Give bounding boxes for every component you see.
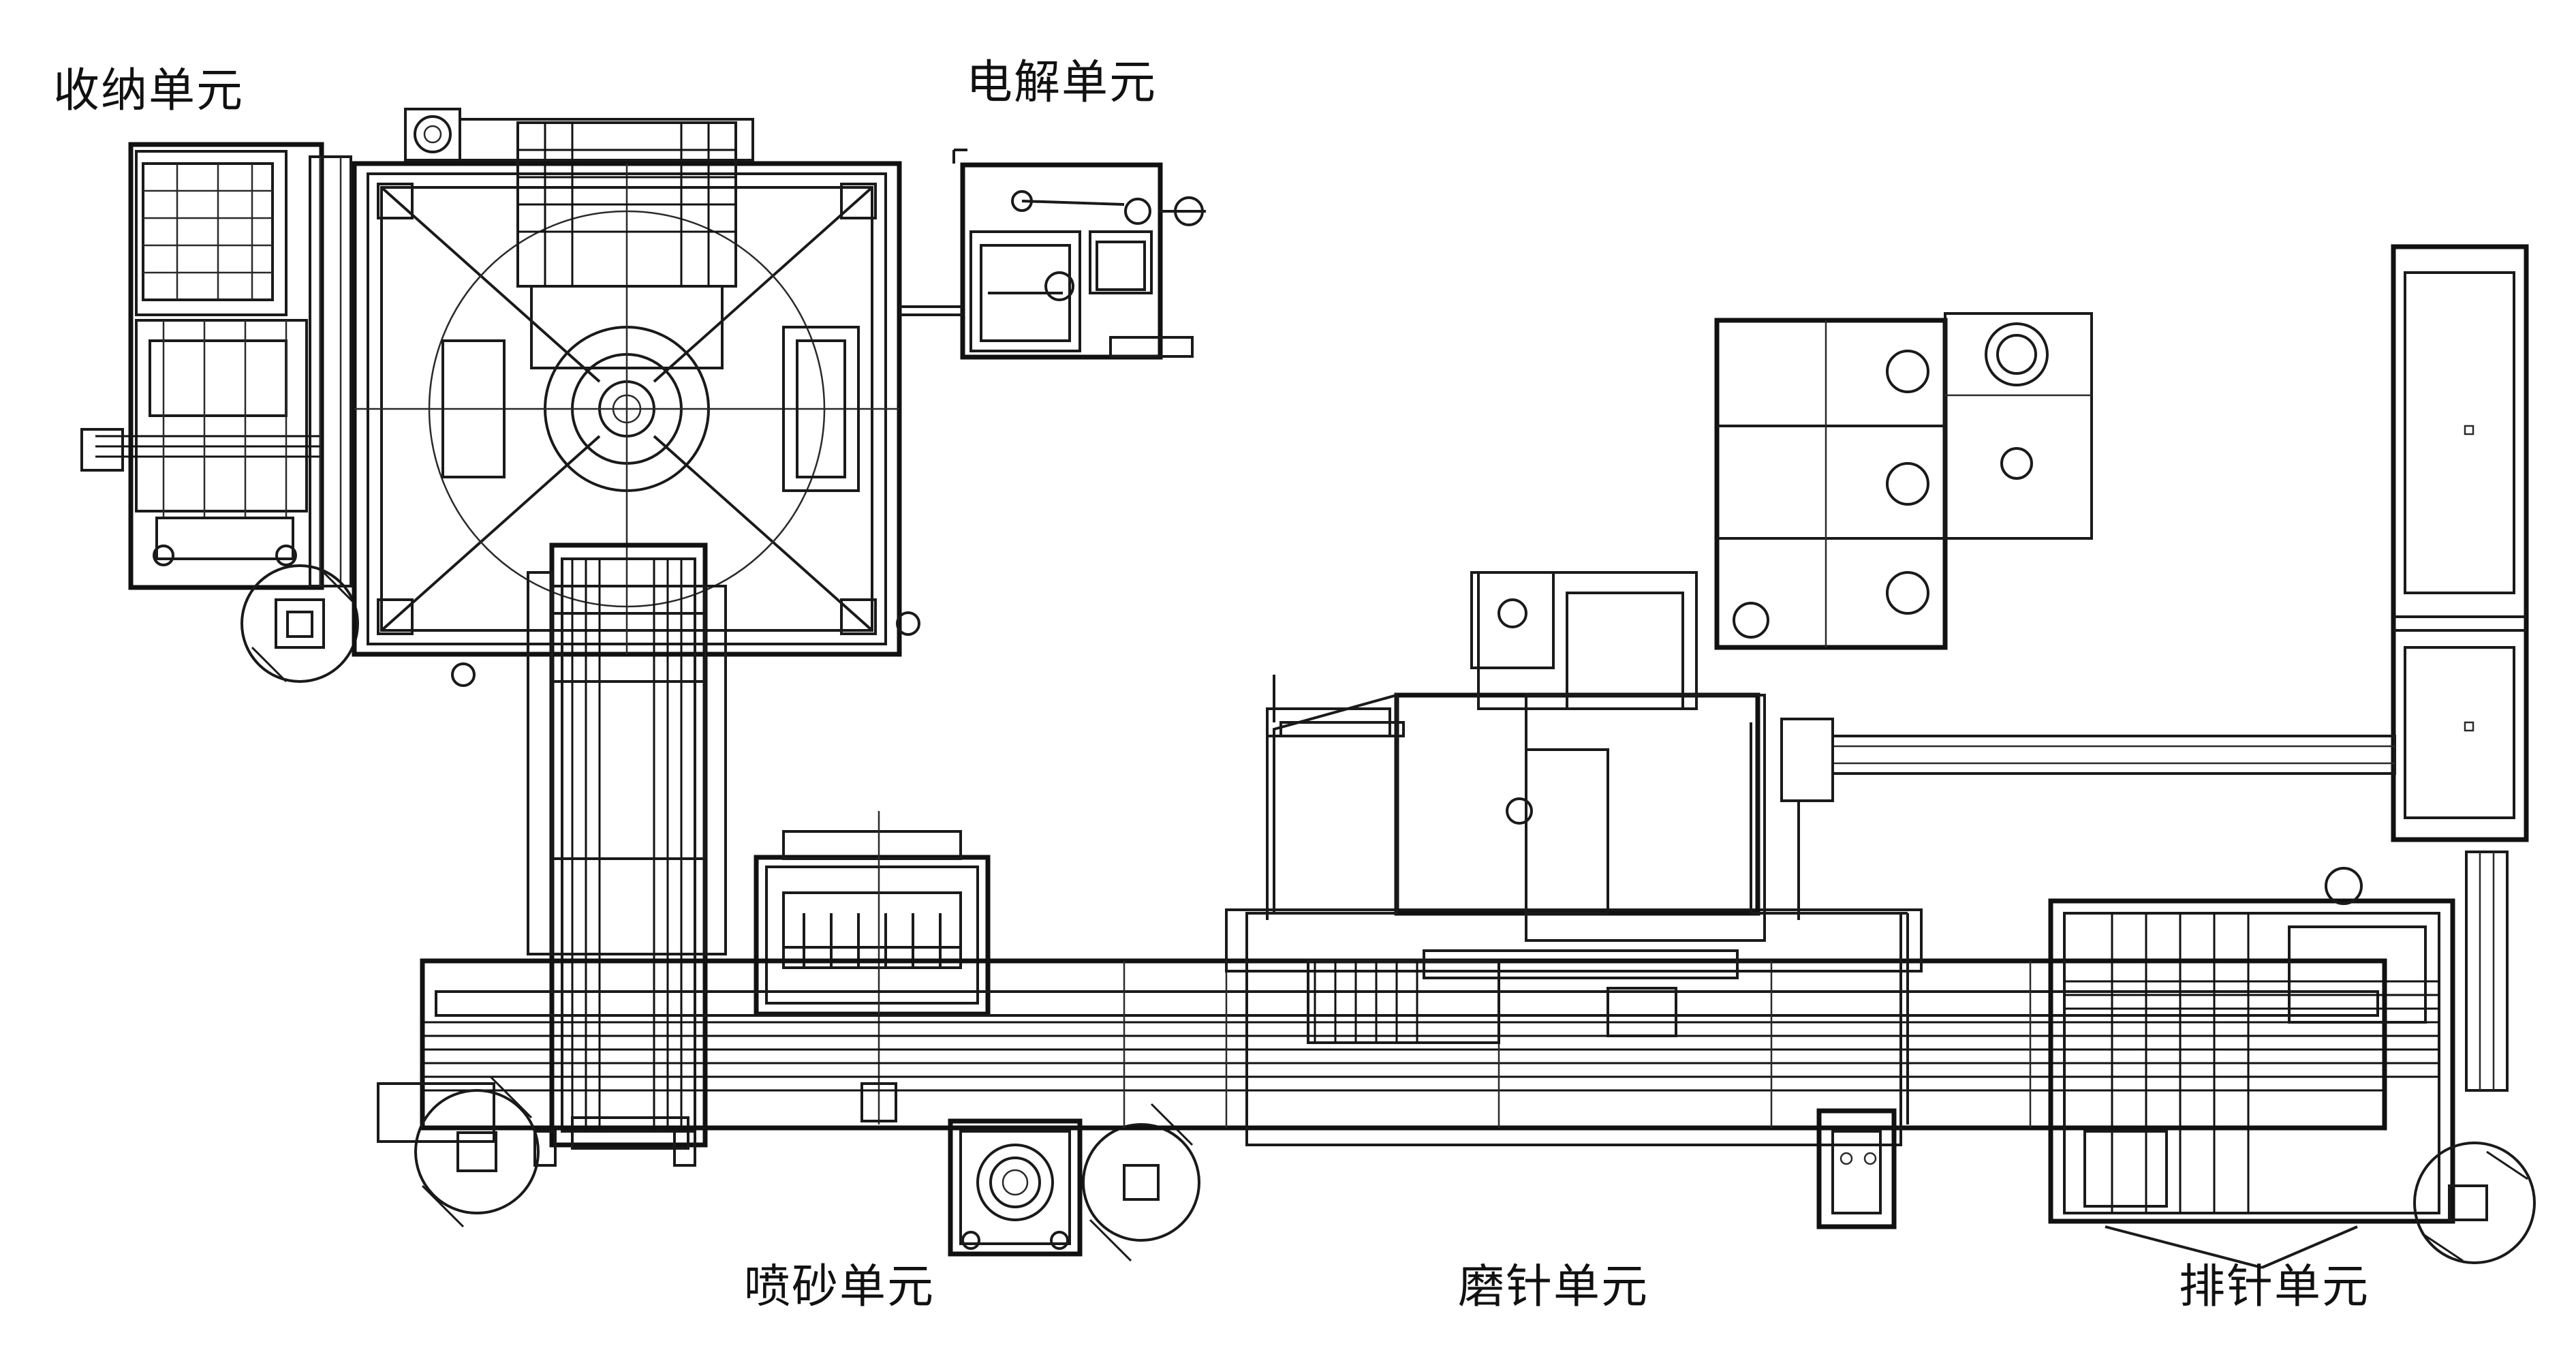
arrange-unit-label: 排针单元 (2179, 1260, 2370, 1314)
rotary-frame (352, 108, 920, 687)
grinding-unit (1225, 571, 1923, 1229)
right-magazine (1780, 244, 2529, 920)
storage-unit (80, 142, 359, 683)
electrolysis-unit (899, 149, 1206, 360)
storage-unit-label: 收纳单元 (53, 64, 245, 118)
arrange-unit (2048, 851, 2536, 1269)
electrolysis-unit-label: 电解单元 (966, 56, 1158, 110)
sandblast-unit (754, 811, 1200, 1262)
grinding-unit-label: 磨针单元 (1458, 1260, 1649, 1314)
feeder-boxes (1714, 312, 2093, 650)
sandblast-unit-label: 喷砂单元 (744, 1260, 935, 1314)
